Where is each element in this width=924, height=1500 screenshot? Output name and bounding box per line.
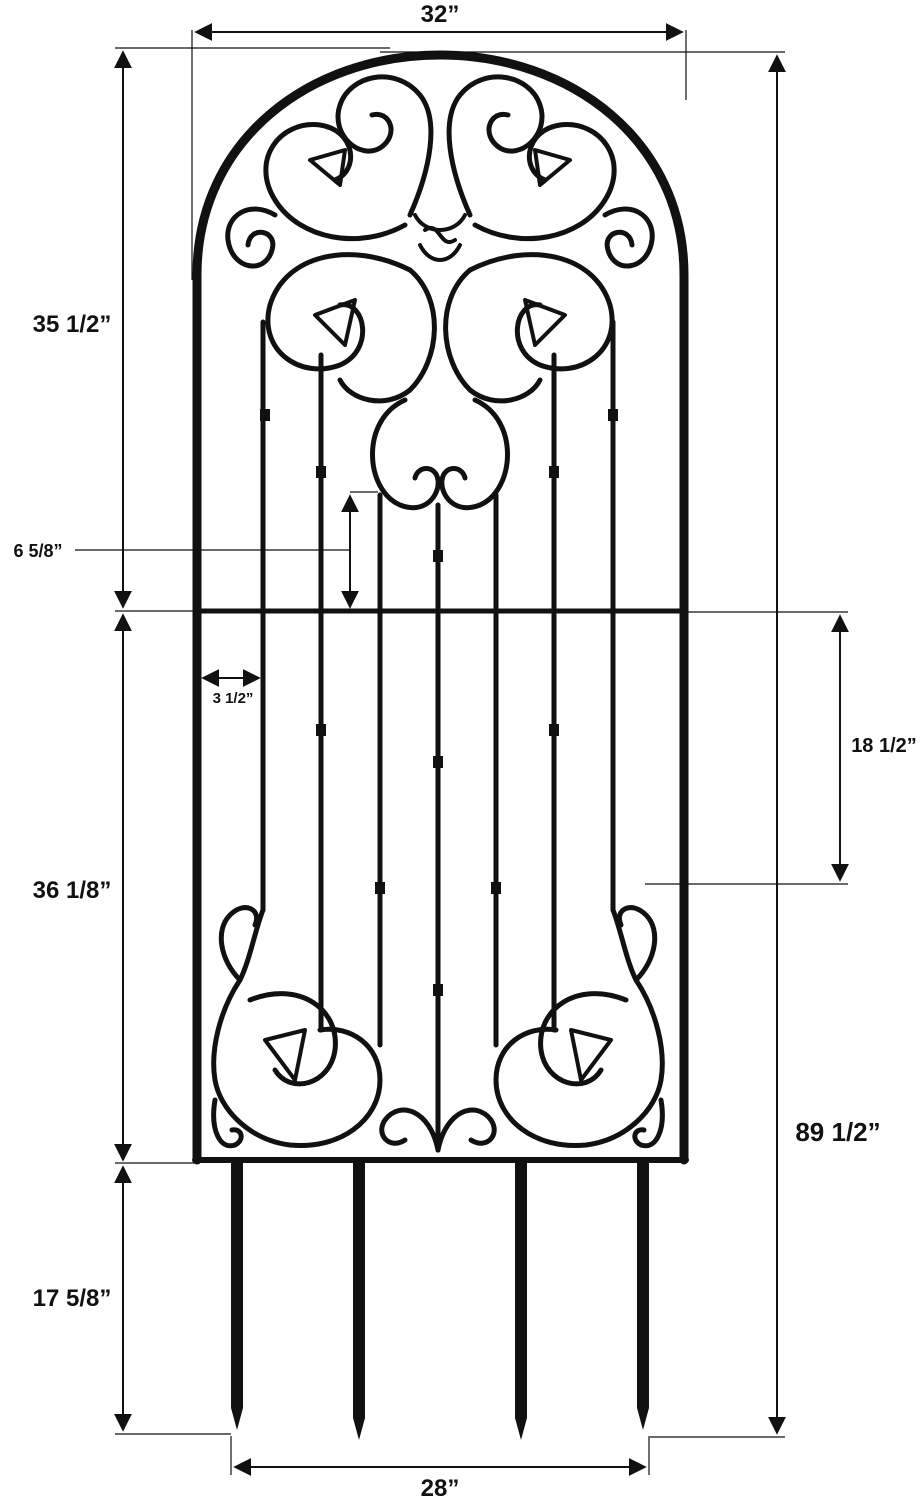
label-arch-height: 35 1/2” bbox=[33, 311, 112, 338]
top-scroll-ornament bbox=[225, 74, 655, 511]
label-side-height: 18 1/2” bbox=[851, 735, 917, 757]
label-total-height: 89 1/2” bbox=[795, 1117, 880, 1147]
label-top-width: 32” bbox=[421, 1, 460, 28]
stake-1 bbox=[231, 1162, 243, 1430]
ground-stakes bbox=[231, 1162, 649, 1440]
stake-2 bbox=[353, 1162, 365, 1440]
stake-4 bbox=[637, 1162, 649, 1430]
bottom-scroll-ornament bbox=[211, 905, 665, 1153]
label-scroll-gap: 6 5/8” bbox=[13, 541, 62, 561]
dimension-labels: 32” 35 1/2” 6 5/8” 3 1/2” 18 1/2” 36 1/8… bbox=[13, 1, 916, 1500]
label-panel-height: 36 1/8” bbox=[33, 877, 112, 904]
frame-outline bbox=[192, 50, 689, 1165]
label-bar-spacing: 3 1/2” bbox=[213, 690, 254, 707]
label-stake-height: 17 5/8” bbox=[33, 1285, 112, 1312]
vertical-bars bbox=[260, 319, 616, 1153]
stake-3 bbox=[515, 1162, 527, 1440]
label-bottom-width: 28” bbox=[421, 1475, 460, 1500]
trellis-frame bbox=[192, 50, 689, 1440]
dimension-lines bbox=[75, 23, 849, 1476]
